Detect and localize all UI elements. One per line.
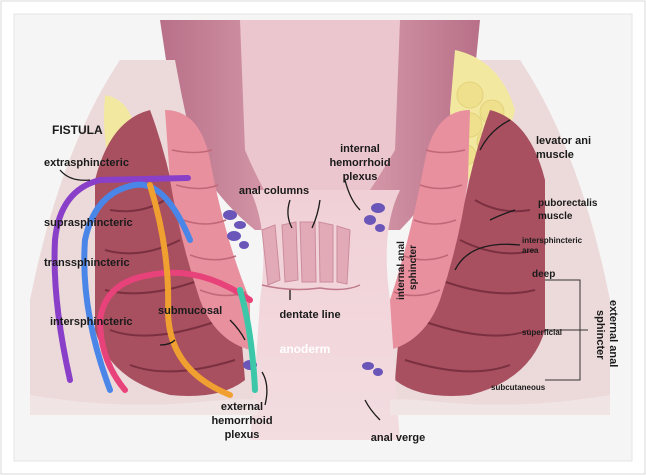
label-levator-1: levator ani xyxy=(536,135,591,147)
label-external-sphincter-1: external anal xyxy=(607,300,619,367)
label-anal-verge: anal verge xyxy=(371,432,425,444)
label-transsphincteric: transsphincteric xyxy=(44,257,130,269)
label-subcutaneous: subcutaneous xyxy=(491,383,546,392)
label-internal-plexus-1: internal xyxy=(340,143,380,155)
label-external-plexus-3: plexus xyxy=(225,429,260,441)
label-internal-plexus-2: hemorrhoid xyxy=(329,157,390,169)
label-levator-2: muscle xyxy=(536,149,574,161)
label-puborectalis-1: puborectalis xyxy=(538,198,598,209)
label-puborectalis-2: muscle xyxy=(538,211,573,222)
label-internal-plexus-3: plexus xyxy=(343,171,378,183)
label-suprasphincteric: suprasphincteric xyxy=(44,217,133,229)
label-anoderm: anoderm xyxy=(280,342,331,356)
label-extrasphincteric: extrasphincteric xyxy=(44,157,129,169)
label-intersphincteric-area-1: intersphincteric xyxy=(522,236,583,245)
label-external-sphincter-2: sphincter xyxy=(594,310,606,360)
anal-columns-shape xyxy=(262,222,350,285)
label-internal-sphincter-1: internal anal xyxy=(396,241,407,300)
label-submucosal: submucosal xyxy=(158,305,222,317)
label-superficial: superficial xyxy=(522,328,562,337)
label-external-plexus-2: hemorrhoid xyxy=(211,415,272,427)
label-anal-columns: anal columns xyxy=(239,185,309,197)
fistula-heading: FISTULA xyxy=(52,123,103,137)
label-external-plexus-1: external xyxy=(221,401,263,413)
label-dentate-line: dentate line xyxy=(279,309,340,321)
label-deep: deep xyxy=(532,269,555,280)
label-intersphincteric: intersphincteric xyxy=(50,316,133,328)
label-internal-sphincter-2: sphincter xyxy=(408,245,419,290)
label-intersphincteric-area-2: area xyxy=(522,246,539,255)
